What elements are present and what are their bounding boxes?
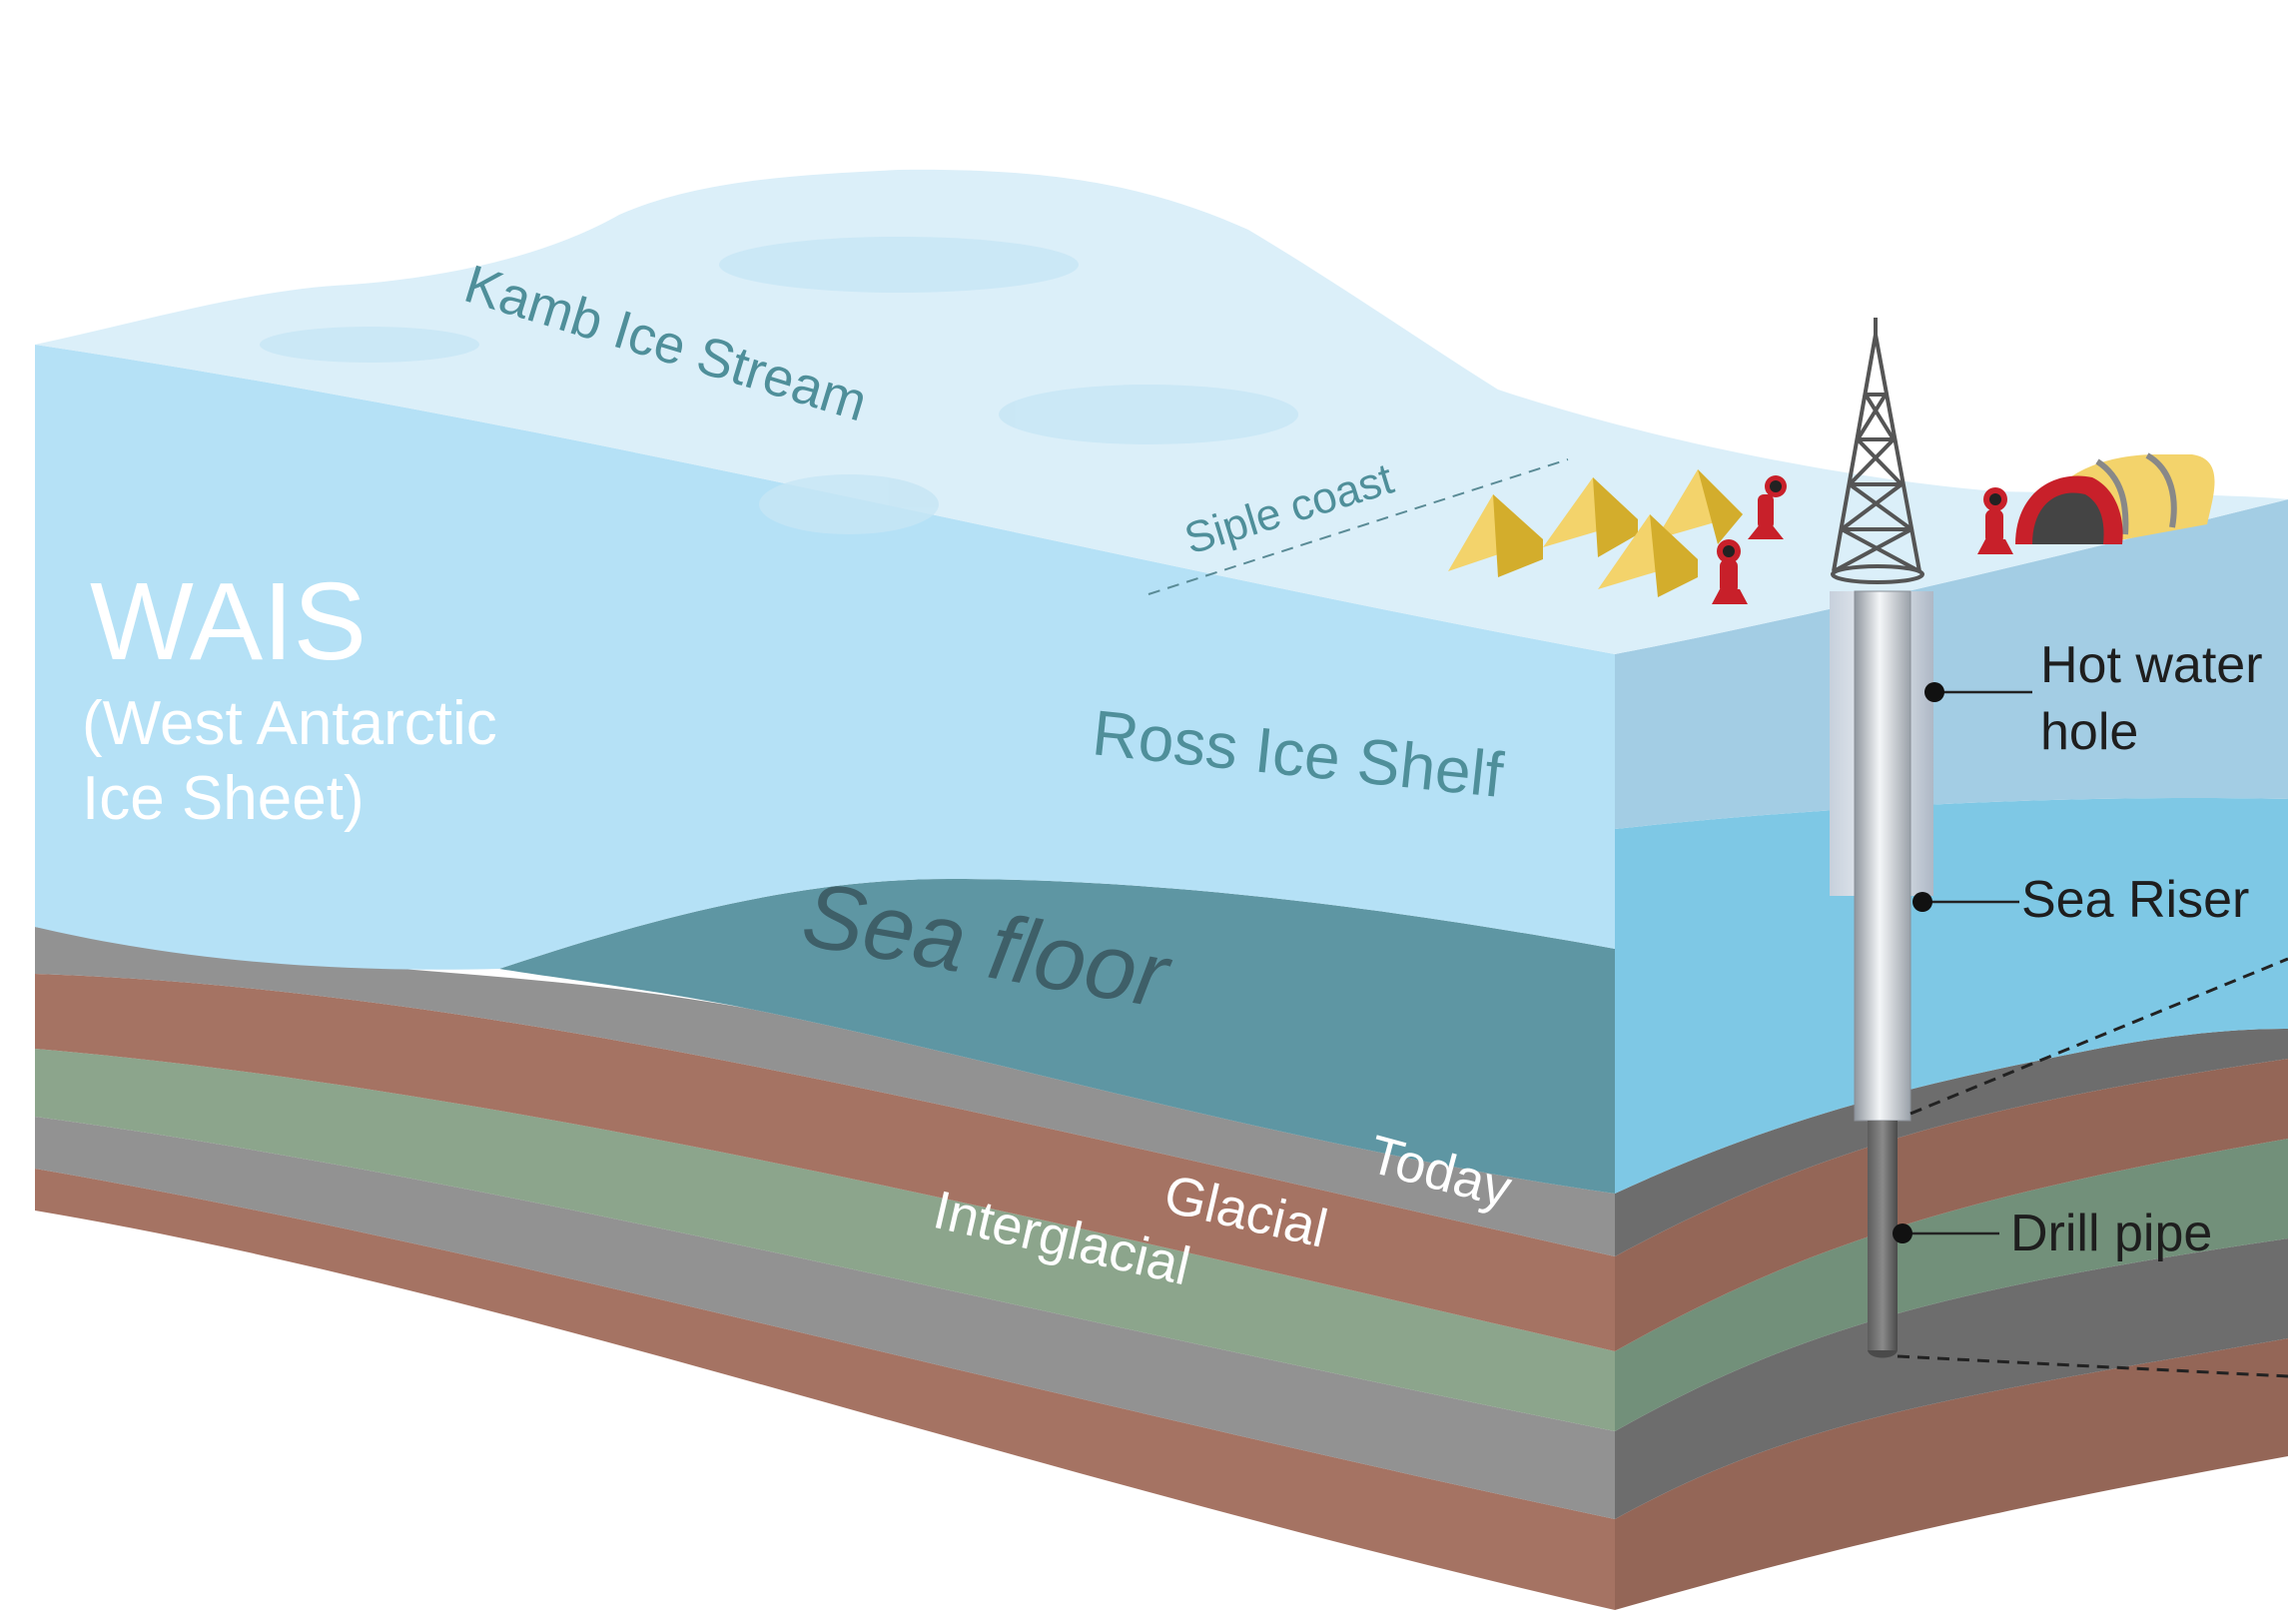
hot-water-hole-label-line2: hole: [2040, 703, 2138, 761]
sediment-side: [1615, 798, 2288, 1610]
tent-icon: [1598, 514, 1698, 597]
sea-riser-pipe: [1854, 590, 1911, 1122]
layer-interglacial-green: [35, 1049, 1615, 1431]
siple-coast-line: [1147, 458, 1569, 595]
quonset-hut-icon: [2015, 452, 2215, 544]
layer-today-gray: [35, 927, 1615, 1256]
tent-icon: [1656, 469, 1743, 544]
person-icon: [1748, 475, 1787, 539]
side-top-gray: [1615, 1029, 2288, 1256]
ice-side-face: [1615, 499, 2288, 829]
core-cone-line-bottom: [1897, 1354, 2288, 1378]
wais-subtitle-line1: (West Antarctic: [82, 689, 497, 758]
wais-subtitle-line2: Ice Sheet): [82, 764, 365, 833]
hot-water-hole-label-line1: Hot water: [2040, 636, 2263, 694]
ice-surface-patches: [260, 237, 1298, 534]
core-cone-line-top: [1909, 957, 2288, 1116]
callout-dots: [1893, 682, 1944, 1243]
ice-front-face: [35, 345, 1615, 970]
person-icon: [1712, 539, 1748, 604]
side-brown: [1615, 1059, 2288, 1351]
layer-lower-gray: [35, 1117, 1615, 1519]
side-lower-gray: [1615, 1238, 2288, 1519]
wais-title: WAIS: [90, 560, 367, 683]
sediment-front: [35, 879, 1615, 1610]
side-bottom-brown: [1615, 1338, 2288, 1610]
side-green: [1615, 1139, 2288, 1431]
sea-riser-label: Sea Riser: [2021, 871, 2249, 929]
tent-icon: [1543, 477, 1638, 557]
tent-icon: [1448, 494, 1543, 577]
layer-glacial-brown: [35, 974, 1615, 1351]
layer-bottom-brown: [35, 1169, 1615, 1610]
sea-floor-surface: [499, 879, 1615, 1194]
person-icon: [1977, 487, 2013, 554]
drill-pipe: [1868, 1121, 1898, 1350]
drill-bit: [1868, 1350, 1898, 1358]
callout-leaders: [1903, 690, 2032, 1235]
drill-tower-icon: [1831, 318, 1924, 584]
side-ocean: [1615, 798, 2288, 1194]
drill-pipe-label: Drill pipe: [2010, 1205, 2212, 1262]
